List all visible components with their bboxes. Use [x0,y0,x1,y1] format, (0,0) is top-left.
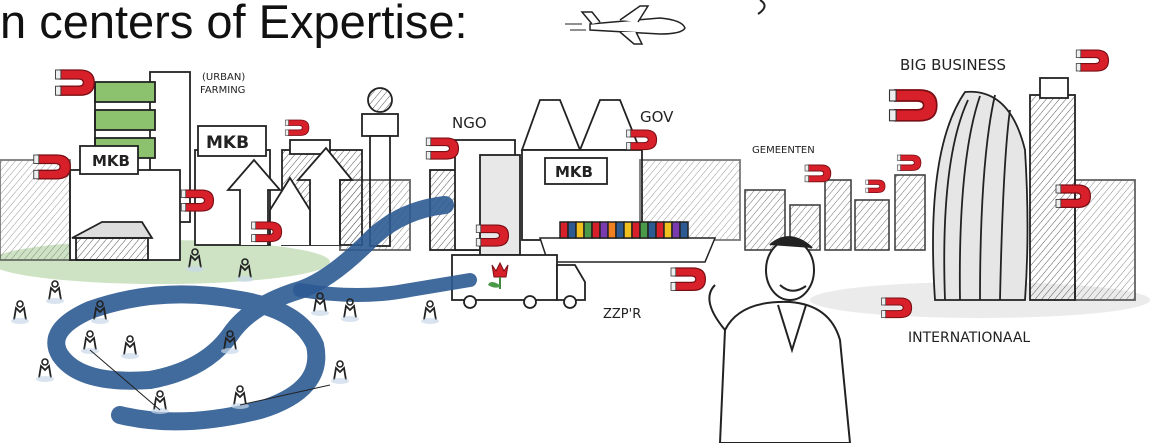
gov-label: GOV [640,108,674,126]
mkb-sign: MKB [92,152,130,170]
magnet-icon [425,137,460,160]
ngo-label: NGO [452,114,487,132]
internationaal-label: INTERNATIONAAL [908,330,1030,346]
magnet-icon [804,164,832,183]
mkb-sign: MKB [555,163,593,181]
urban-farming-label-2: FARMING [200,85,245,96]
magnet-icon [865,179,886,193]
magnet-icon [670,267,707,291]
zzpr-label: ZZP'R [603,307,641,322]
mkb-sign: MKB [206,133,249,153]
urban-farming-label: (URBAN) [202,72,245,83]
tulip-icon [488,261,509,289]
slide-title: n centers of Expertise: [0,0,468,48]
person-icon [708,236,852,443]
magnet-icon [888,89,938,122]
magnet-icon [1075,49,1110,72]
gemeenten-label: GEMEENTEN [752,145,815,156]
magnet-icon [284,119,310,136]
magnet-icon [896,154,922,171]
airplane-icon [565,5,686,45]
big-business-label: BIG BUSINESS [900,56,1006,74]
magnet-icon [54,69,95,96]
